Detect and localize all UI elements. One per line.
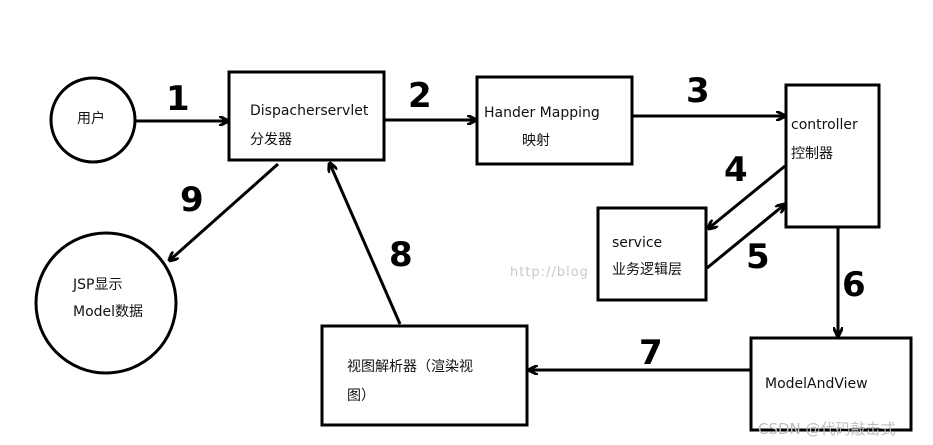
blog-watermark: http://blog [510, 265, 589, 280]
dispatcher-label-line1: Dispacherservlet [250, 103, 369, 119]
step-4-label: 4 [724, 150, 748, 190]
step-2-label: 2 [408, 76, 432, 116]
dispatcher-box [227, 70, 386, 162]
csdn-watermark: CSDN @代码敲击式 [758, 420, 896, 438]
model-and-view-box [749, 336, 913, 432]
arrow-controller-to-service [709, 164, 786, 228]
handler-mapping-label-line2: 映射 [522, 133, 550, 149]
arrow-dispatcher-to-jsp [170, 162, 279, 260]
user-label: 用户 [77, 111, 105, 127]
handler-mapping-box [475, 75, 634, 166]
user-circle [49, 76, 137, 164]
step-8-label: 8 [389, 235, 413, 275]
controller-label-line1: controller [791, 117, 858, 133]
jsp-circle [34, 231, 178, 375]
handler-mapping-label-line1: Hander Mapping [484, 105, 600, 121]
service-label-line2: 业务逻辑层 [612, 262, 682, 278]
controller-box [784, 83, 881, 229]
model-and-view-label: ModelAndView [765, 376, 868, 392]
dispatcher-label-line2: 分发器 [250, 132, 292, 148]
arrow-resolver-to-dispatcher [330, 164, 402, 325]
jsp-label-line2: Model数据 [73, 304, 144, 320]
view-resolver-label-line2: 图） [347, 388, 375, 404]
step-3-label: 3 [686, 71, 710, 111]
view-resolver-label-line1: 视图解析器（渲染视 [347, 359, 473, 375]
arrow-service-to-controller [706, 205, 784, 270]
jsp-label-line1: JSP显示 [73, 277, 123, 293]
step-7-label: 7 [639, 333, 663, 373]
controller-label-line2: 控制器 [791, 146, 833, 162]
step-6-label: 6 [842, 265, 866, 305]
service-label-line1: service [612, 235, 663, 251]
step-1-label: 1 [166, 79, 190, 119]
view-resolver-box [320, 324, 529, 427]
service-box [596, 206, 708, 302]
step-5-label: 5 [746, 237, 770, 277]
step-9-label: 9 [180, 180, 204, 220]
